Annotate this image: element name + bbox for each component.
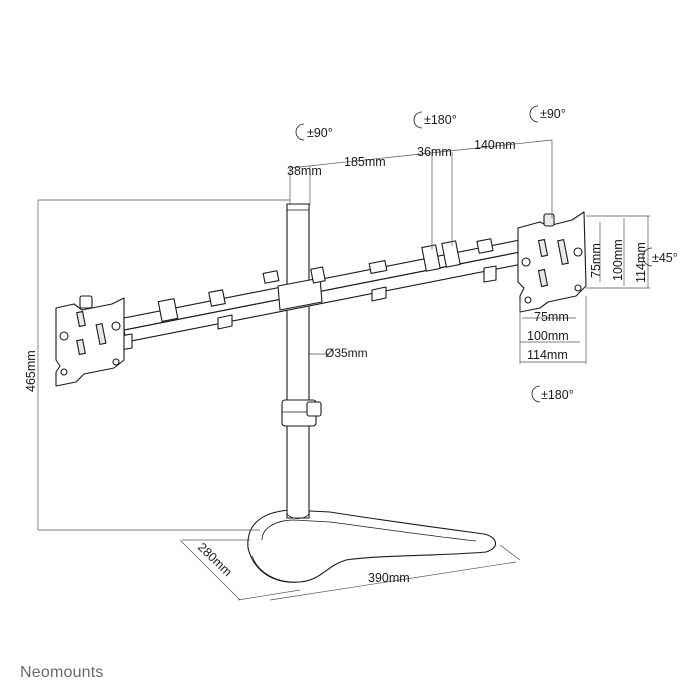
brand-logo: Neomounts	[20, 664, 104, 681]
right-vesa-plate	[517, 211, 587, 313]
right-tilt-label: ±90°	[540, 107, 566, 121]
vesa-horizontal-75: 75mm	[534, 310, 569, 324]
pole-offset-dimension: 38mm	[287, 164, 322, 178]
base-depth-dimension: 280mm	[195, 540, 235, 579]
dimension-lines	[37, 139, 650, 601]
rotate-label: ±45°	[652, 251, 678, 265]
pole-diameter-label: Ø35mm	[325, 346, 368, 360]
joint-dimension: 36mm	[417, 145, 452, 159]
vesa-horizontal-100: 100mm	[527, 329, 569, 343]
vesa-vertical-75: 75mm	[589, 243, 603, 278]
pole-clamp	[281, 399, 322, 427]
vesa-horizontal-114: 114mm	[527, 348, 568, 362]
stand-base	[247, 509, 497, 583]
left-tilt-label: ±90°	[307, 126, 333, 140]
height-dimension: 465mm	[24, 350, 38, 392]
bottom-swivel-label: ±180°	[541, 388, 574, 402]
rotation-arrows	[295, 105, 653, 403]
pole	[286, 203, 310, 519]
inner-arm-dimension: 185mm	[344, 155, 386, 169]
center-swivel-label: ±180°	[424, 113, 457, 127]
vesa-vertical-100: 100mm	[611, 239, 625, 281]
base-width-dimension: 390mm	[368, 571, 410, 585]
outer-arm-dimension: 140mm	[474, 138, 516, 152]
vesa-vertical-114: 114mm	[634, 242, 648, 283]
left-vesa-plate	[55, 295, 125, 387]
arm	[119, 238, 523, 351]
